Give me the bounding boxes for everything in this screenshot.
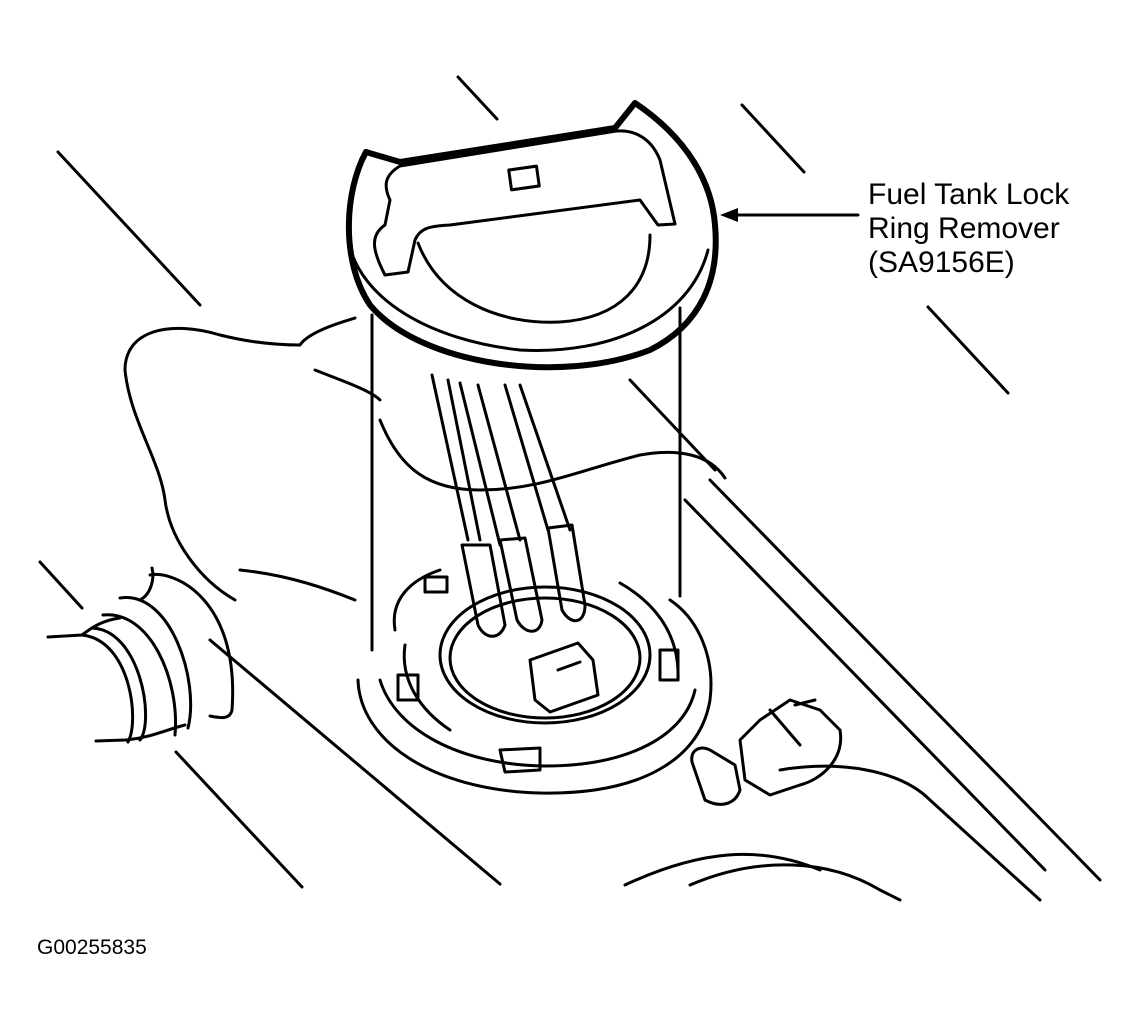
lock-ring	[356, 568, 713, 795]
figure-id: G00255835	[37, 936, 147, 959]
background-surface-lines	[38, 75, 1010, 889]
callout-lock-ring-remover: Fuel Tank Lock Ring Remover (SA9156E)	[868, 178, 1069, 280]
callout-line-2: Ring Remover	[868, 212, 1060, 245]
lock-ring-remover-tool	[345, 100, 719, 652]
electrical-connector	[690, 698, 843, 806]
tool-prongs	[430, 373, 587, 638]
fuel-pump-module	[438, 585, 652, 725]
fuel-tank	[123, 316, 1102, 902]
callout-line-3: (SA9156E)	[868, 246, 1015, 279]
callout-line-1: Fuel Tank Lock	[868, 178, 1070, 211]
callout-arrow	[720, 208, 860, 222]
filler-neck-hose	[46, 566, 235, 744]
